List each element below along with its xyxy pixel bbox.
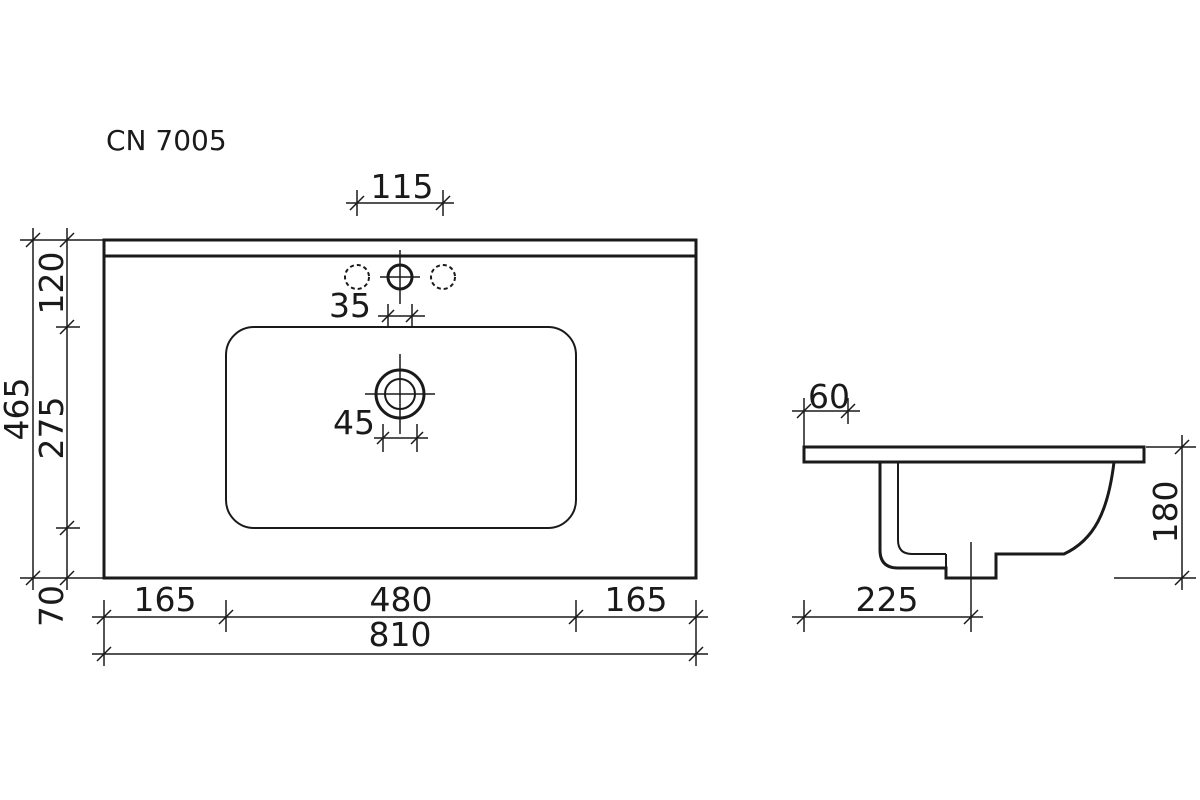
basin-outline [102, 238, 698, 580]
bowl-outline [225, 326, 577, 529]
dim-height: 180 [1114, 435, 1196, 590]
label-tap-spacing: 115 [371, 167, 434, 206]
label-front-depth: 70 [32, 585, 71, 627]
top-view [102, 238, 698, 580]
side-bowl-outer [878, 461, 1116, 580]
dim-tap-hole: 35 [329, 286, 425, 328]
dim-drain-hole: 45 [333, 403, 428, 452]
label-top-depth: 120 [32, 252, 71, 315]
optional-tap-hole-right [430, 264, 456, 290]
label-total-width: 810 [369, 615, 432, 654]
label-rim-width: 60 [808, 377, 850, 416]
side-top-slab [802, 445, 1146, 464]
label-left-margin: 165 [134, 580, 197, 619]
dim-depth-chain: 120 275 70 [32, 228, 80, 627]
dim-rim-width: 60 [792, 377, 860, 446]
label-tap-hole: 35 [329, 286, 371, 325]
label-drain-hole: 45 [333, 403, 375, 442]
model-title: CN 7005 [106, 124, 227, 157]
label-total-depth: 465 [0, 378, 36, 441]
dim-total-depth: 465 [0, 228, 104, 590]
label-right-margin: 165 [605, 580, 668, 619]
dim-tap-spacing: 115 [346, 167, 454, 216]
dim-total-width: 810 [92, 615, 708, 666]
label-height: 180 [1146, 481, 1185, 544]
optional-tap-hole-left [344, 264, 370, 290]
side-bowl-inner [897, 462, 946, 555]
label-bowl-width: 480 [370, 580, 433, 619]
dim-drain-offset: 225 [792, 580, 983, 632]
label-drain-offset: 225 [856, 580, 919, 619]
dim-width-chain: 165 480 165 [92, 580, 708, 632]
label-bowl-depth: 275 [32, 397, 71, 460]
